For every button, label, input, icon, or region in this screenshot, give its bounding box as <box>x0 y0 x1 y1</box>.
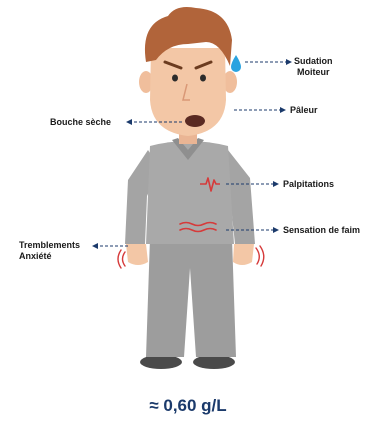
label-dry-mouth: Bouche sèche <box>50 117 111 127</box>
label-hunger: Sensation de faim <box>283 225 360 235</box>
left-eye <box>172 75 178 82</box>
pants <box>146 238 236 357</box>
label-anxiety: Anxiété <box>19 251 80 262</box>
tremor-marks-left <box>118 250 125 268</box>
label-pallor: Pâleur <box>290 105 318 115</box>
label-tremors: Tremblements <box>19 240 80 251</box>
sweat-drop-icon <box>231 55 241 72</box>
label-moist: Moiteur <box>294 67 333 78</box>
open-mouth <box>185 115 205 127</box>
right-eye <box>200 75 206 82</box>
left-shoe <box>140 355 182 369</box>
label-sweating-group: Sudation Moiteur <box>294 56 333 78</box>
label-tremors-group: Tremblements Anxiété <box>19 240 80 262</box>
right-hand <box>233 244 254 265</box>
right-shoe <box>193 355 235 369</box>
left-hand <box>126 244 148 265</box>
glucose-value: ≈ 0,60 g/L <box>0 396 376 416</box>
tremor-marks-right <box>256 246 264 266</box>
label-sweating: Sudation <box>294 56 333 67</box>
label-palpitations: Palpitations <box>283 179 334 189</box>
